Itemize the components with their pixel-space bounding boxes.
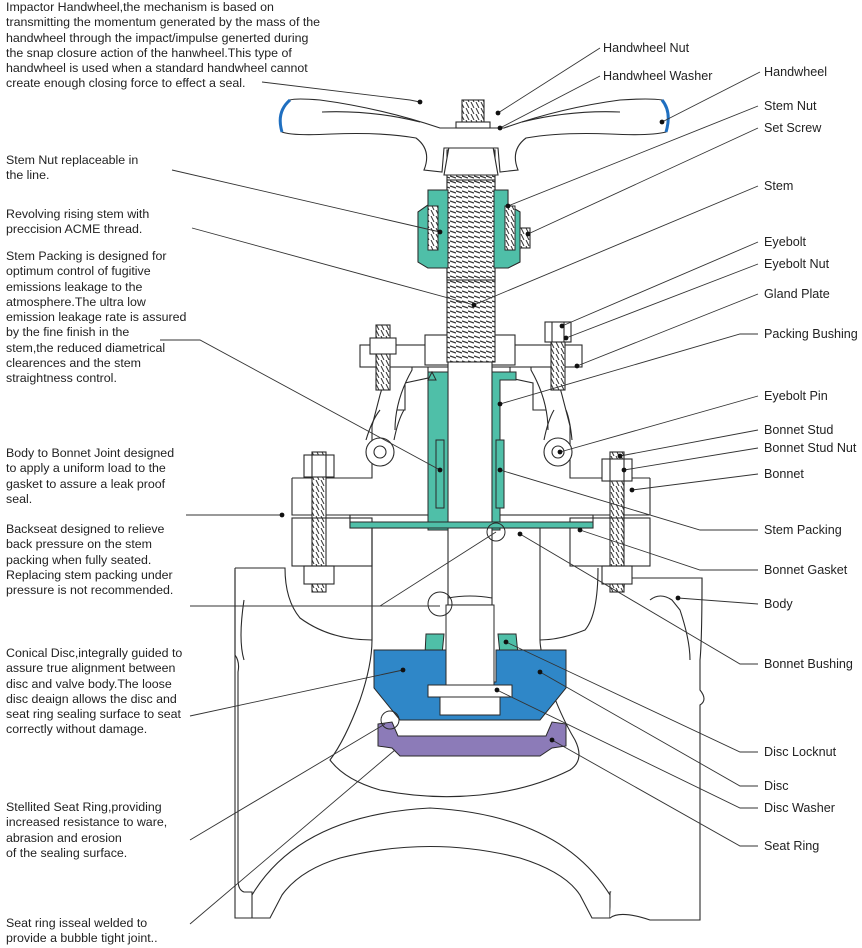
label-seat-ring: Seat Ring: [764, 839, 820, 853]
note-body-bonnet-joint: Body to Bonnet Joint designed to apply a…: [6, 446, 175, 506]
note-conical-disc: Conical Disc,integrally guided to assure…: [6, 646, 183, 737]
label-eyebolt-nut: Eyebolt Nut: [764, 257, 830, 271]
body-outer-right: [609, 577, 705, 921]
note-impactor-handwheel: Impactor Handwheel,the mechanism is base…: [6, 0, 321, 91]
bonnet-gasket: [349, 521, 594, 529]
eyebolt-left: [375, 324, 391, 391]
handwheel: [279, 98, 669, 173]
label-disc-washer: Disc Washer: [764, 801, 835, 815]
label-bonnet-gasket: Bonnet Gasket: [764, 563, 848, 577]
label-stem: Stem: [764, 179, 794, 193]
note-stem-nut: Stem Nut replaceable in the line.: [6, 153, 139, 183]
label-eyebolt-pin: Eyebolt Pin: [764, 389, 828, 403]
body-outer-left: [234, 570, 252, 919]
label-body: Body: [764, 597, 793, 611]
label-set-screw: Set Screw: [764, 121, 822, 135]
eyebolt-pin-left: [365, 437, 395, 467]
note-rising-stem: Revolving rising stem with preccision AC…: [6, 207, 150, 237]
label-bonnet-stud: Bonnet Stud: [764, 423, 834, 437]
label-bonnet-bushing: Bonnet Bushing: [764, 657, 853, 671]
stem-lower: [447, 359, 493, 606]
note-seat-ring-stellited: Stellited Seat Ring,providing increased …: [6, 800, 168, 860]
label-bonnet-stud-nut: Bonnet Stud Nut: [764, 441, 857, 455]
label-packing-bushing: Packing Bushing: [764, 327, 858, 341]
label-stem-packing: Stem Packing: [764, 523, 842, 537]
seat-ring: [377, 721, 567, 757]
label-stem-nut: Stem Nut: [764, 99, 817, 113]
bonnet-stud-nut: [601, 458, 633, 482]
note-backseat: Backseat designed to relieve back pressu…: [6, 522, 174, 598]
label-gland-plate: Gland Plate: [764, 287, 830, 301]
label-handwheel-nut: Handwheel Nut: [603, 41, 690, 55]
note-stem-packing: Stem Packing is designed for optimum con…: [6, 249, 187, 386]
body-inner-cavity: [329, 567, 599, 798]
label-handwheel-washer: Handwheel Washer: [603, 69, 713, 83]
label-bonnet: Bonnet: [764, 467, 804, 481]
label-handwheel: Handwheel: [764, 65, 828, 79]
bonnet-stud-left: [311, 451, 327, 593]
note-seat-ring-welded: Seat ring isseal welded to provide a bub…: [6, 916, 158, 946]
label-disc: Disc: [764, 779, 789, 793]
label-eyebolt: Eyebolt: [764, 235, 807, 249]
bonnet-stud-right: [609, 451, 625, 593]
label-disc-locknut: Disc Locknut: [764, 745, 837, 759]
stem-packing: [435, 439, 445, 509]
handwheel-washer: [455, 121, 491, 129]
